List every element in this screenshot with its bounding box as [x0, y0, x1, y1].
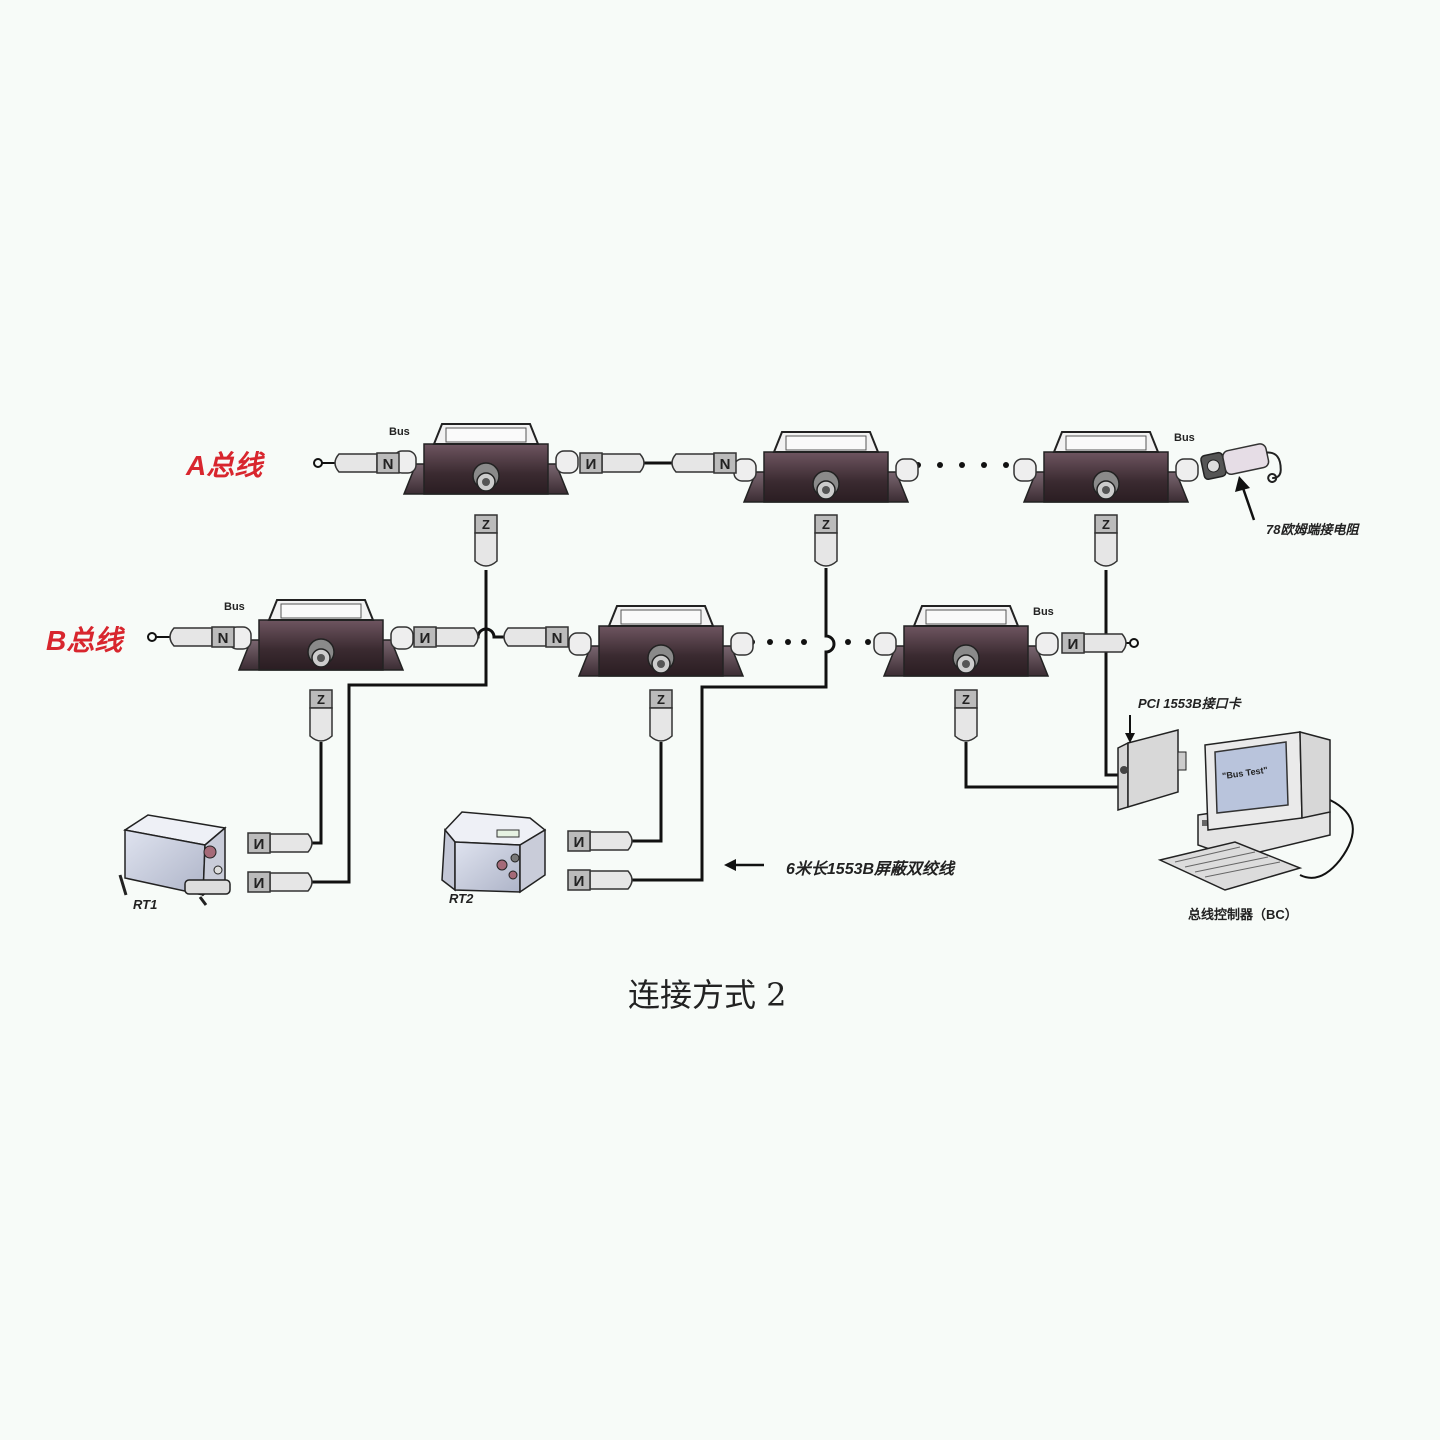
bus-b-coupler-3	[873, 605, 1059, 677]
bus-b-coupler-1-stub-connector	[309, 689, 333, 742]
bus-b-terminator-connector	[169, 626, 235, 648]
stub-b3-to-card	[964, 742, 1120, 789]
rt2-connector-lower	[567, 869, 633, 891]
pci-card-arrow-icon	[1125, 715, 1135, 743]
bus-a-coupler-3	[1013, 431, 1199, 503]
figure-caption: 连接方式 2	[628, 976, 787, 1014]
bus-tag-a3: Bus	[1174, 432, 1195, 444]
wires	[155, 461, 1354, 884]
stub-b2-to-rt2	[618, 742, 663, 843]
bus-a-link-connector-right	[671, 452, 737, 474]
keyboard-cable	[1299, 799, 1354, 879]
cable-annotation: 6米长1553B屏蔽双绞线	[786, 861, 955, 878]
terminator-arrow-icon	[1235, 476, 1256, 521]
bus-b-continuation-dots	[749, 639, 871, 645]
bus-a-label: A总线	[186, 450, 263, 481]
bus-b-coupler-2	[568, 605, 754, 677]
rt1-device-icon	[118, 814, 231, 906]
cable-arrow-icon	[724, 859, 764, 871]
bus-tag-b1: Bus	[224, 601, 245, 613]
rt2-device-icon	[441, 811, 547, 894]
terminator-loop-icon	[1129, 638, 1139, 648]
bus-tag-a1: Bus	[389, 426, 410, 438]
bus-a-coupler-3-stub-connector	[1094, 514, 1118, 567]
bus-b-right-terminator-connector	[1061, 632, 1127, 654]
bus-a-link-connector-left	[579, 452, 645, 474]
stub-b1-to-rt1	[298, 742, 323, 845]
bus-b-coupler-1	[228, 599, 414, 671]
rt1-connector-upper	[247, 832, 313, 854]
bus-b-link-connector-left	[413, 626, 479, 648]
rt1-label: RT1	[133, 897, 158, 912]
stub-a2-to-rt2	[618, 568, 836, 882]
bus-tag-b3: Bus	[1033, 606, 1054, 618]
pci-card-icon	[1117, 729, 1187, 812]
rt2-label: RT2	[449, 891, 474, 906]
terminator-loop-icon	[313, 458, 323, 468]
bus-b-label: B总线	[46, 625, 123, 656]
bus-a-terminator-connector	[334, 452, 400, 474]
bus-a-coupler-2	[733, 431, 919, 503]
stub-a3-to-card	[1104, 570, 1122, 777]
bus-b-coupler-3-stub-connector	[954, 689, 978, 742]
bus-controller-computer-icon	[1157, 731, 1331, 891]
bus-a-continuation-dots	[915, 462, 1027, 468]
bus-a-coupler-1	[393, 423, 579, 495]
rt2-connector-upper	[567, 830, 633, 852]
terminator-annotation: 78欧姆端接电阻	[1266, 522, 1359, 537]
bus-a-coupler-2-stub-connector	[814, 514, 838, 567]
pci-card-annotation: PCI 1553B接口卡	[1138, 696, 1241, 711]
stub-a1-to-rt1	[298, 570, 488, 884]
bus-controller-label: 总线控制器（BC）	[1188, 907, 1298, 922]
bus-b-link-connector-right	[503, 626, 569, 648]
terminator-loop-icon	[147, 632, 157, 642]
terminator-resistor-icon	[1200, 443, 1282, 483]
bus-b-coupler-2-stub-connector	[649, 689, 673, 742]
bus-a-coupler-1-stub-connector	[474, 514, 498, 567]
rt1-connector-lower	[247, 871, 313, 893]
